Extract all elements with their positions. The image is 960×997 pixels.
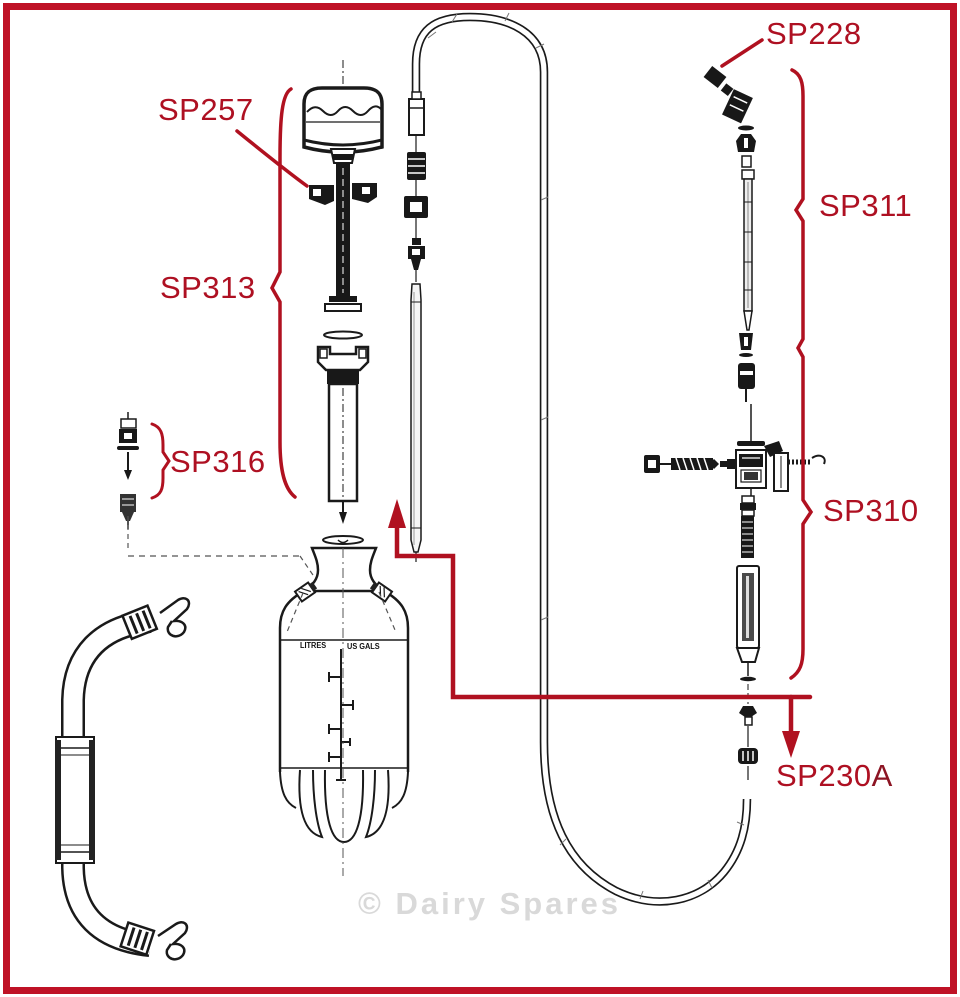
strap-hook-bottom <box>157 921 189 961</box>
label-sp230a: SP230A <box>776 760 893 791</box>
label-sp228: SP228 <box>766 16 862 51</box>
flow-path <box>388 499 813 758</box>
sp311-sp310-bracket <box>789 68 814 680</box>
red-annotations <box>150 38 814 758</box>
sp313-brace <box>270 87 297 499</box>
pump-assembly-drawing <box>302 60 384 545</box>
strap-hook-top <box>159 597 191 638</box>
pump-clip-left <box>309 185 334 205</box>
outlet-parts-drawing <box>738 684 758 780</box>
label-sp313: SP313 <box>160 270 256 305</box>
strap-loop-right <box>369 581 394 603</box>
label-sp310: SP310 <box>823 493 919 528</box>
watermark: © Dairy Spares <box>358 886 622 921</box>
grip-drawing <box>735 495 761 682</box>
shoulder-strap-drawing <box>55 597 191 961</box>
down-arrow-head <box>782 731 800 758</box>
sp316-parts-drawing <box>117 412 300 557</box>
label-sp311: SP311 <box>819 188 913 223</box>
label-sp257: SP257 <box>158 92 254 127</box>
tank-scale <box>328 649 354 781</box>
lance-drawing <box>738 169 755 402</box>
sp228-leader-line <box>720 38 764 68</box>
nozzle-drawing <box>703 65 756 168</box>
label-sp230a-main: SP230 <box>776 758 872 793</box>
dip-tube-parts-drawing <box>404 135 428 562</box>
tank-scale-litres: LITRES <box>300 641 327 650</box>
sp257-leader-line <box>235 129 309 188</box>
sp316-brace <box>150 422 171 500</box>
tank-drawing <box>278 546 410 876</box>
strap-loop-left <box>293 581 318 603</box>
hose-drawing <box>408 12 752 906</box>
trigger-valve-drawing <box>644 404 826 496</box>
label-sp316: SP316 <box>170 444 266 479</box>
tank-scale-usgals: US GALS <box>347 642 380 651</box>
up-arrow-head <box>388 499 406 528</box>
label-sp230a-suffix: A <box>871 758 893 793</box>
